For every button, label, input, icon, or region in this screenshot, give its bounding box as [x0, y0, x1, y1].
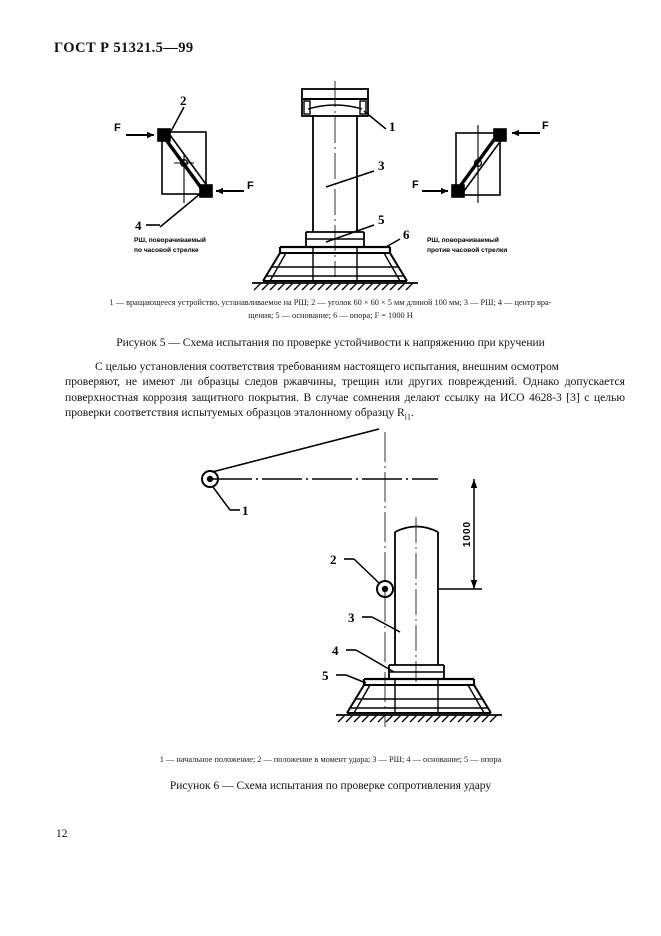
fig5-label-6: 6	[403, 227, 410, 242]
page-sheet: ГОСТ Р 51321.5—99	[34, 22, 627, 910]
figure-5-legend-line2: щения; 5 — основание; 6 — опора; F = 100…	[248, 310, 413, 320]
body-line-4-text: ИСО 4628-3 [3] с целью проверки соответс…	[65, 390, 625, 419]
figure-6-legend: 1 — начальное положение; 2 — положение в…	[55, 754, 606, 767]
fig5-label-5: 5	[378, 212, 385, 227]
body-line-2: проверяют, не имеют ли образцы следов рж…	[65, 375, 560, 389]
fig5-label-4: 4	[135, 218, 142, 233]
fig5-force-left-top: F	[114, 122, 121, 134]
fig5-inset-right-caption-line2: против часовой стрелки	[427, 246, 507, 254]
fig5-force-left-bottom: F	[247, 180, 254, 192]
fig5-label-2: 2	[180, 93, 187, 108]
figure-6-legend-line1: 1 — начальное положение; 2 — положение в…	[159, 755, 502, 764]
fig5-inset-right-caption-line1: РШ, поворачиваемый	[427, 236, 499, 244]
page-number: 12	[56, 828, 68, 840]
fig6-label-5: 5	[322, 668, 329, 683]
body-line-4: ИСО 4628-3 [3] с целью проверки соответс…	[65, 390, 625, 422]
figure-6-diagram: 1 2 3 4 5 1000	[34, 417, 627, 747]
figure-5-caption: Рисунок 5 — Схема испытания по проверке …	[116, 337, 545, 349]
fig5-label-1: 1	[389, 119, 396, 134]
fig5-label-3: 3	[378, 158, 385, 173]
body-line-3: допускается поверхностная коррозия защит…	[65, 375, 625, 404]
fig5-force-right-top: F	[542, 120, 549, 132]
fig6-label-3: 3	[348, 610, 355, 625]
body-line-4-period: .	[410, 405, 414, 419]
figure-5-legend-line1: 1 — вращающееся устройство, устанавливае…	[109, 298, 552, 307]
fig6-label-2: 2	[330, 552, 337, 567]
body-paragraph: С целью установления соответствия требов…	[65, 359, 625, 423]
figure-6-caption: Рисунок 6 — Схема испытания по проверке …	[169, 780, 492, 792]
fig6-dimension-1000: 1000	[462, 521, 473, 547]
fig6-label-1: 1	[242, 503, 249, 518]
figure-5-legend: 1 — вращающееся устройство, устанавливае…	[55, 297, 606, 323]
fig5-inset-left-caption-line1: РШ, поворачиваемый	[134, 236, 206, 244]
page-title: ГОСТ Р 51321.5—99	[54, 40, 194, 56]
body-line-1: С целью установления соответствия требов…	[95, 360, 559, 373]
fig5-inset-left-caption-line2: по часовой стрелке	[134, 246, 199, 254]
fig6-label-4: 4	[332, 643, 339, 658]
fig5-force-right-bottom: F	[412, 179, 419, 191]
reference-subscript: i1	[404, 412, 411, 422]
figure-5-diagram: 2 4 1 3 5 6 F F F F РШ, поворачиваемый п…	[34, 67, 627, 307]
